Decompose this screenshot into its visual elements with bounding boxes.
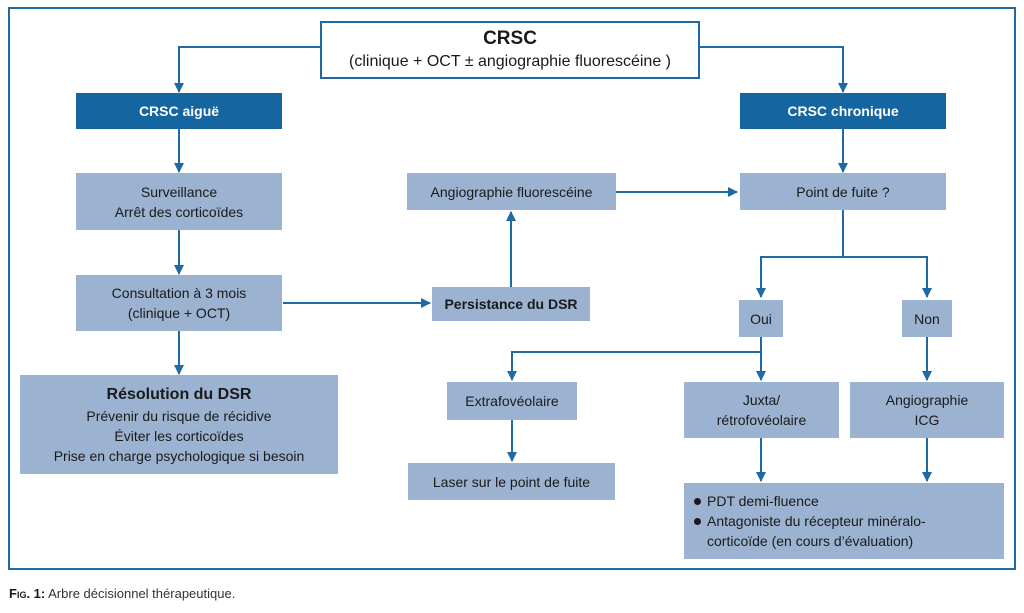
surveillance-box: Surveillance Arrêt des corticoïdes (76, 173, 282, 230)
juxta-line-1: Juxta/ (742, 392, 781, 408)
crsc-title: CRSC (483, 28, 537, 49)
arrow-crsc-to-aigue (174, 46, 320, 93)
surveillance-line-1: Surveillance (140, 183, 218, 200)
diagram-frame (8, 7, 1016, 570)
arrow-oui-to-extra (507, 351, 761, 381)
treatment-item: PDT demi-fluence (694, 491, 819, 511)
laser-label: Laser sur le point de fuite (432, 473, 591, 490)
resolution-line-3: Prise en charge psychologique si besoin (53, 447, 305, 464)
resolution-line-1: Prévenir du risque de récidive (86, 407, 272, 424)
crsc-subtitle: (clinique + OCT ± angiographie fluorescé… (349, 53, 671, 70)
treatment-1-line-1: PDT demi-fluence (707, 493, 819, 509)
crsc-aigue-label: CRSC aiguë (138, 103, 220, 119)
consultation-box: Consultation à 3 mois (clinique + OCT) (76, 275, 282, 331)
arrow-crsc-to-chronique (700, 46, 848, 93)
juxta-line-2: rétrofovéolaire (716, 412, 807, 428)
bullet-icon (694, 498, 701, 505)
point-de-fuite-box: Point de fuite ? (740, 173, 946, 210)
angiographie-fluo-box: Angiographie fluorescéine (407, 173, 616, 210)
resolution-title: Résolution du DSR (106, 385, 252, 403)
extrafoveolaire-label: Extrafovéolaire (465, 393, 559, 409)
laser-box: Laser sur le point de fuite (408, 463, 615, 500)
figure-caption: Fig. 1: Arbre décisionnel thérapeutique. (9, 586, 235, 601)
persistance-label: Persistance du DSR (444, 296, 578, 312)
crsc-chronique-header: CRSC chronique (740, 93, 946, 129)
angiographie-icg-line-2: ICG (914, 412, 940, 428)
angiographie-fluo-label: Angiographie fluorescéine (430, 183, 593, 200)
persistance-box: Persistance du DSR (432, 287, 590, 321)
juxta-box: Juxta/ rétrofovéolaire (684, 382, 839, 438)
caption-label: Fig. 1: (9, 586, 46, 601)
line-point-split-non (843, 256, 932, 298)
non-box: Non (902, 300, 952, 337)
treatment-2-line-1: Antagoniste du récepteur minéralo- (707, 513, 926, 529)
angiographie-icg-line-1: Angiographie (885, 392, 969, 408)
bullet-icon (694, 518, 701, 525)
resolution-line-2: Éviter les corticoïdes (114, 427, 244, 444)
angiographie-icg-box: Angiographie ICG (850, 382, 1004, 438)
crsc-box: CRSC (clinique + OCT ± angiographie fluo… (320, 21, 700, 79)
line-point-split (756, 210, 844, 298)
extrafoveolaire-box: Extrafovéolaire (447, 382, 577, 420)
treatment-item: Antagoniste du récepteur minéralo- corti… (694, 511, 926, 551)
consultation-line-1: Consultation à 3 mois (111, 285, 247, 301)
resolution-box: Résolution du DSR Prévenir du risque de … (20, 375, 338, 474)
treatments-box: PDT demi-fluence Antagoniste du récepteu… (684, 483, 1004, 559)
crsc-aigue-header: CRSC aiguë (76, 93, 282, 129)
surveillance-line-2: Arrêt des corticoïdes (114, 203, 244, 220)
consultation-line-2: (clinique + OCT) (127, 305, 231, 321)
treatment-2-line-2: corticoïde (en cours d’évaluation) (707, 533, 914, 549)
oui-label: Oui (750, 310, 772, 327)
point-de-fuite-label: Point de fuite ? (796, 183, 890, 200)
non-label: Non (914, 310, 940, 327)
crsc-chronique-label: CRSC chronique (787, 103, 899, 119)
oui-box: Oui (739, 300, 783, 337)
caption-text: Arbre décisionnel thérapeutique. (45, 586, 236, 601)
